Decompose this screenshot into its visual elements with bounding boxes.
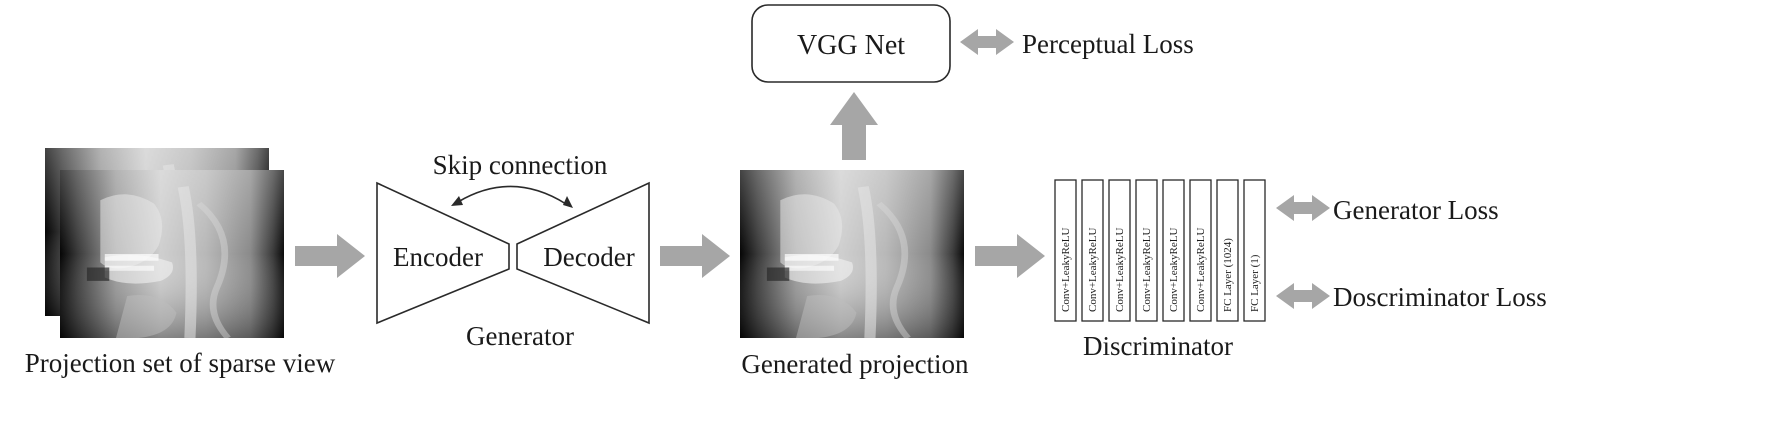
vgg-net-box	[751, 4, 951, 83]
generator-caption: Generator	[466, 321, 574, 351]
skip-connection-curve	[457, 185, 567, 205]
generator-block: Encoder Decoder Skip connection Generato…	[376, 150, 650, 351]
discriminator-layer-3: Conv+LeakyReLU	[1135, 179, 1158, 322]
decoder-label: Decoder	[543, 242, 634, 272]
output-caption: Generated projection	[741, 349, 969, 379]
discriminator-layer-4: Conv+LeakyReLU	[1162, 179, 1185, 322]
discriminator-layer-6: FC Layer (1024)	[1216, 179, 1239, 322]
input-caption: Projection set of sparse view	[25, 348, 336, 378]
discriminator-layer-label: Conv+LeakyReLU	[1087, 228, 1099, 312]
encoder-label: Encoder	[393, 242, 483, 272]
discriminator-layer-5: Conv+LeakyReLU	[1189, 179, 1212, 322]
discriminator-layer-label: Conv+LeakyReLU	[1060, 228, 1072, 312]
discriminator-block: Conv+LeakyReLU Conv+LeakyReLU Conv+Leaky…	[1054, 179, 1266, 361]
decoder-shape	[516, 181, 650, 325]
discriminator-layer-label: Conv+LeakyReLU	[1195, 228, 1207, 312]
generated-projection-image	[740, 170, 964, 338]
skip-connection-arrowhead-right	[563, 196, 573, 208]
discriminator-layer-label: Conv+LeakyReLU	[1141, 228, 1153, 312]
discriminator-layer-1: Conv+LeakyReLU	[1081, 179, 1104, 322]
vgg-net-label: VGG Net	[797, 30, 905, 61]
discriminator-layer-0: Conv+LeakyReLU	[1054, 179, 1077, 322]
perceptual-loss-arrow	[960, 29, 1014, 55]
discriminator-layer-label: Conv+LeakyReLU	[1114, 228, 1126, 312]
generator-loss-arrow	[1276, 195, 1330, 221]
discriminator-layer-2: Conv+LeakyReLU	[1108, 179, 1131, 322]
skip-connection-arrowhead-left	[451, 196, 463, 206]
arrow-output-to-discriminator	[975, 234, 1045, 278]
arrow-output-to-vgg	[830, 92, 878, 160]
input-projection-stack	[45, 148, 284, 338]
discriminator-layer-label: FC Layer (1)	[1249, 254, 1261, 312]
arrow-input-to-generator	[295, 234, 365, 278]
generator-loss-label: Generator Loss	[1333, 195, 1499, 225]
encoder-shape	[376, 181, 510, 325]
discriminator-loss-label: Doscriminator Loss	[1333, 282, 1547, 312]
perceptual-loss-label: Perceptual Loss	[1022, 29, 1194, 59]
discriminator-layer-7: FC Layer (1)	[1243, 179, 1266, 322]
discriminator-caption: Discriminator	[1083, 331, 1233, 361]
discriminator-layer-label: FC Layer (1024)	[1222, 238, 1234, 312]
skip-connection-label: Skip connection	[433, 150, 608, 180]
arrow-generator-to-output	[660, 234, 730, 278]
discriminator-loss-arrow	[1276, 283, 1330, 309]
discriminator-layer-label: Conv+LeakyReLU	[1168, 228, 1180, 312]
input-projection-front-image	[60, 170, 284, 338]
